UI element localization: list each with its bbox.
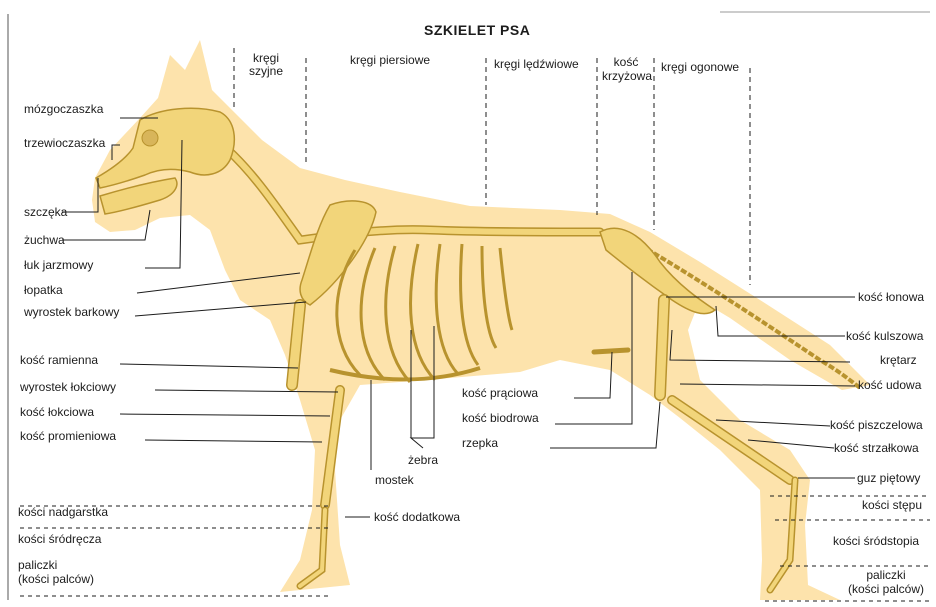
label-luk-jarzmowy: łuk jarzmowy xyxy=(24,259,93,272)
label-paliczki-right-2: (kości palców) xyxy=(842,583,930,596)
label-paliczki-left-2: (kości palców) xyxy=(18,573,94,586)
label-kosci-srodrecza: kości śródręcza xyxy=(18,533,101,546)
label-kosc-dodatkowa: kość dodatkowa xyxy=(374,511,460,524)
eye-socket xyxy=(142,130,158,146)
label-paliczki-right-1: paliczki xyxy=(842,569,930,582)
label-kosc-strzalkowa: kość strzałkowa xyxy=(834,442,919,455)
label-mostek: mostek xyxy=(375,474,414,487)
diagram-title: SZKIELET PSA xyxy=(424,22,530,38)
label-kosc-biodrowa: kość biodrowa xyxy=(462,412,539,425)
label-kregi-ledzwiowe: kręgi lędźwiowe xyxy=(494,58,579,71)
label-paliczki-left-1: paliczki xyxy=(18,559,57,572)
label-wyrostek-lokciowy: wyrostek łokciowy xyxy=(20,381,116,394)
label-kosc-udowa: kość udowa xyxy=(858,379,921,392)
label-kosci-nadgarstka: kości nadgarstka xyxy=(18,506,108,519)
label-szczeka: szczęka xyxy=(24,206,67,219)
label-kosc-krzyzowa-2: krzyżowa xyxy=(600,70,654,83)
label-kosc-lokciowa: kość łokciowa xyxy=(20,406,94,419)
label-kosci-srodstopia: kości śródstopia xyxy=(833,535,919,548)
label-kregi-szyjne-2: szyjne xyxy=(244,65,288,78)
label-zebra: żebra xyxy=(408,454,438,467)
label-kosc-ramienna: kość ramienna xyxy=(20,354,98,367)
label-kosci-stepu: kości stępu xyxy=(862,499,922,512)
label-kregi-piersiowe: kręgi piersiowe xyxy=(350,54,430,67)
label-kregi-ogonowe: kręgi ogonowe xyxy=(661,61,739,74)
label-kosc-promieniowa: kość promieniowa xyxy=(20,430,116,443)
label-wyrostek-barkowy: wyrostek barkowy xyxy=(24,306,119,319)
os-penis-bone xyxy=(594,350,628,352)
label-kosc-praciowa: kość prąciowa xyxy=(462,387,538,400)
label-kosc-piszczelowa: kość piszczelowa xyxy=(830,419,923,432)
label-kosc-kulszowa: kość kulszowa xyxy=(846,330,923,343)
label-kretarz: krętarz xyxy=(880,354,917,367)
label-guz-pietowy: guz piętowy xyxy=(857,472,920,485)
label-kosc-lonowa: kość łonowa xyxy=(858,291,924,304)
label-mozgoczaszka: mózgoczaszka xyxy=(24,103,103,116)
label-kosc-krzyzowa-1: kość xyxy=(601,56,651,69)
label-trzewioczaszka: trzewioczaszka xyxy=(24,137,105,150)
label-zuchwa: żuchwa xyxy=(24,234,65,247)
label-lopatka: łopatka xyxy=(24,284,63,297)
label-rzepka: rzepka xyxy=(462,437,498,450)
